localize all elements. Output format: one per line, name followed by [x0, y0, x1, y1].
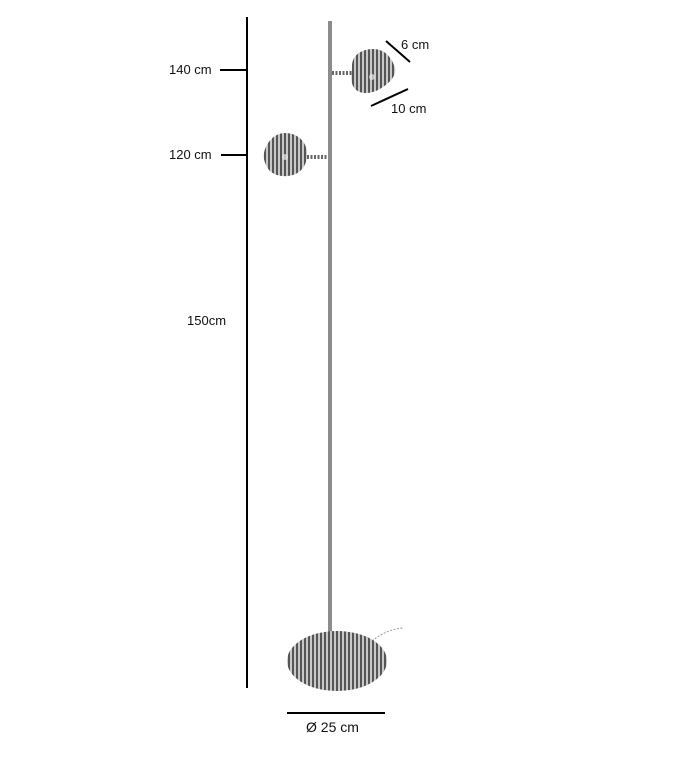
upper-bulb-glint: [369, 74, 375, 80]
lamp-pole: [328, 21, 332, 633]
shade-width-dimension-line: [370, 88, 409, 107]
lower-bulb-glint: [282, 154, 288, 160]
label-120cm: 120 cm: [169, 147, 212, 162]
label-base-diameter: Ø 25 cm: [306, 719, 359, 735]
label-140cm: 140 cm: [169, 62, 212, 77]
upper-shade: [351, 49, 396, 94]
label-total-height: 150cm: [187, 313, 227, 328]
shade-depth-dimension-line: [385, 40, 411, 63]
lamp-base: [287, 631, 387, 691]
label-shade-depth: 6 cm: [401, 37, 430, 52]
label-shade-width: 10 cm: [391, 101, 427, 116]
power-cable: [371, 627, 404, 642]
